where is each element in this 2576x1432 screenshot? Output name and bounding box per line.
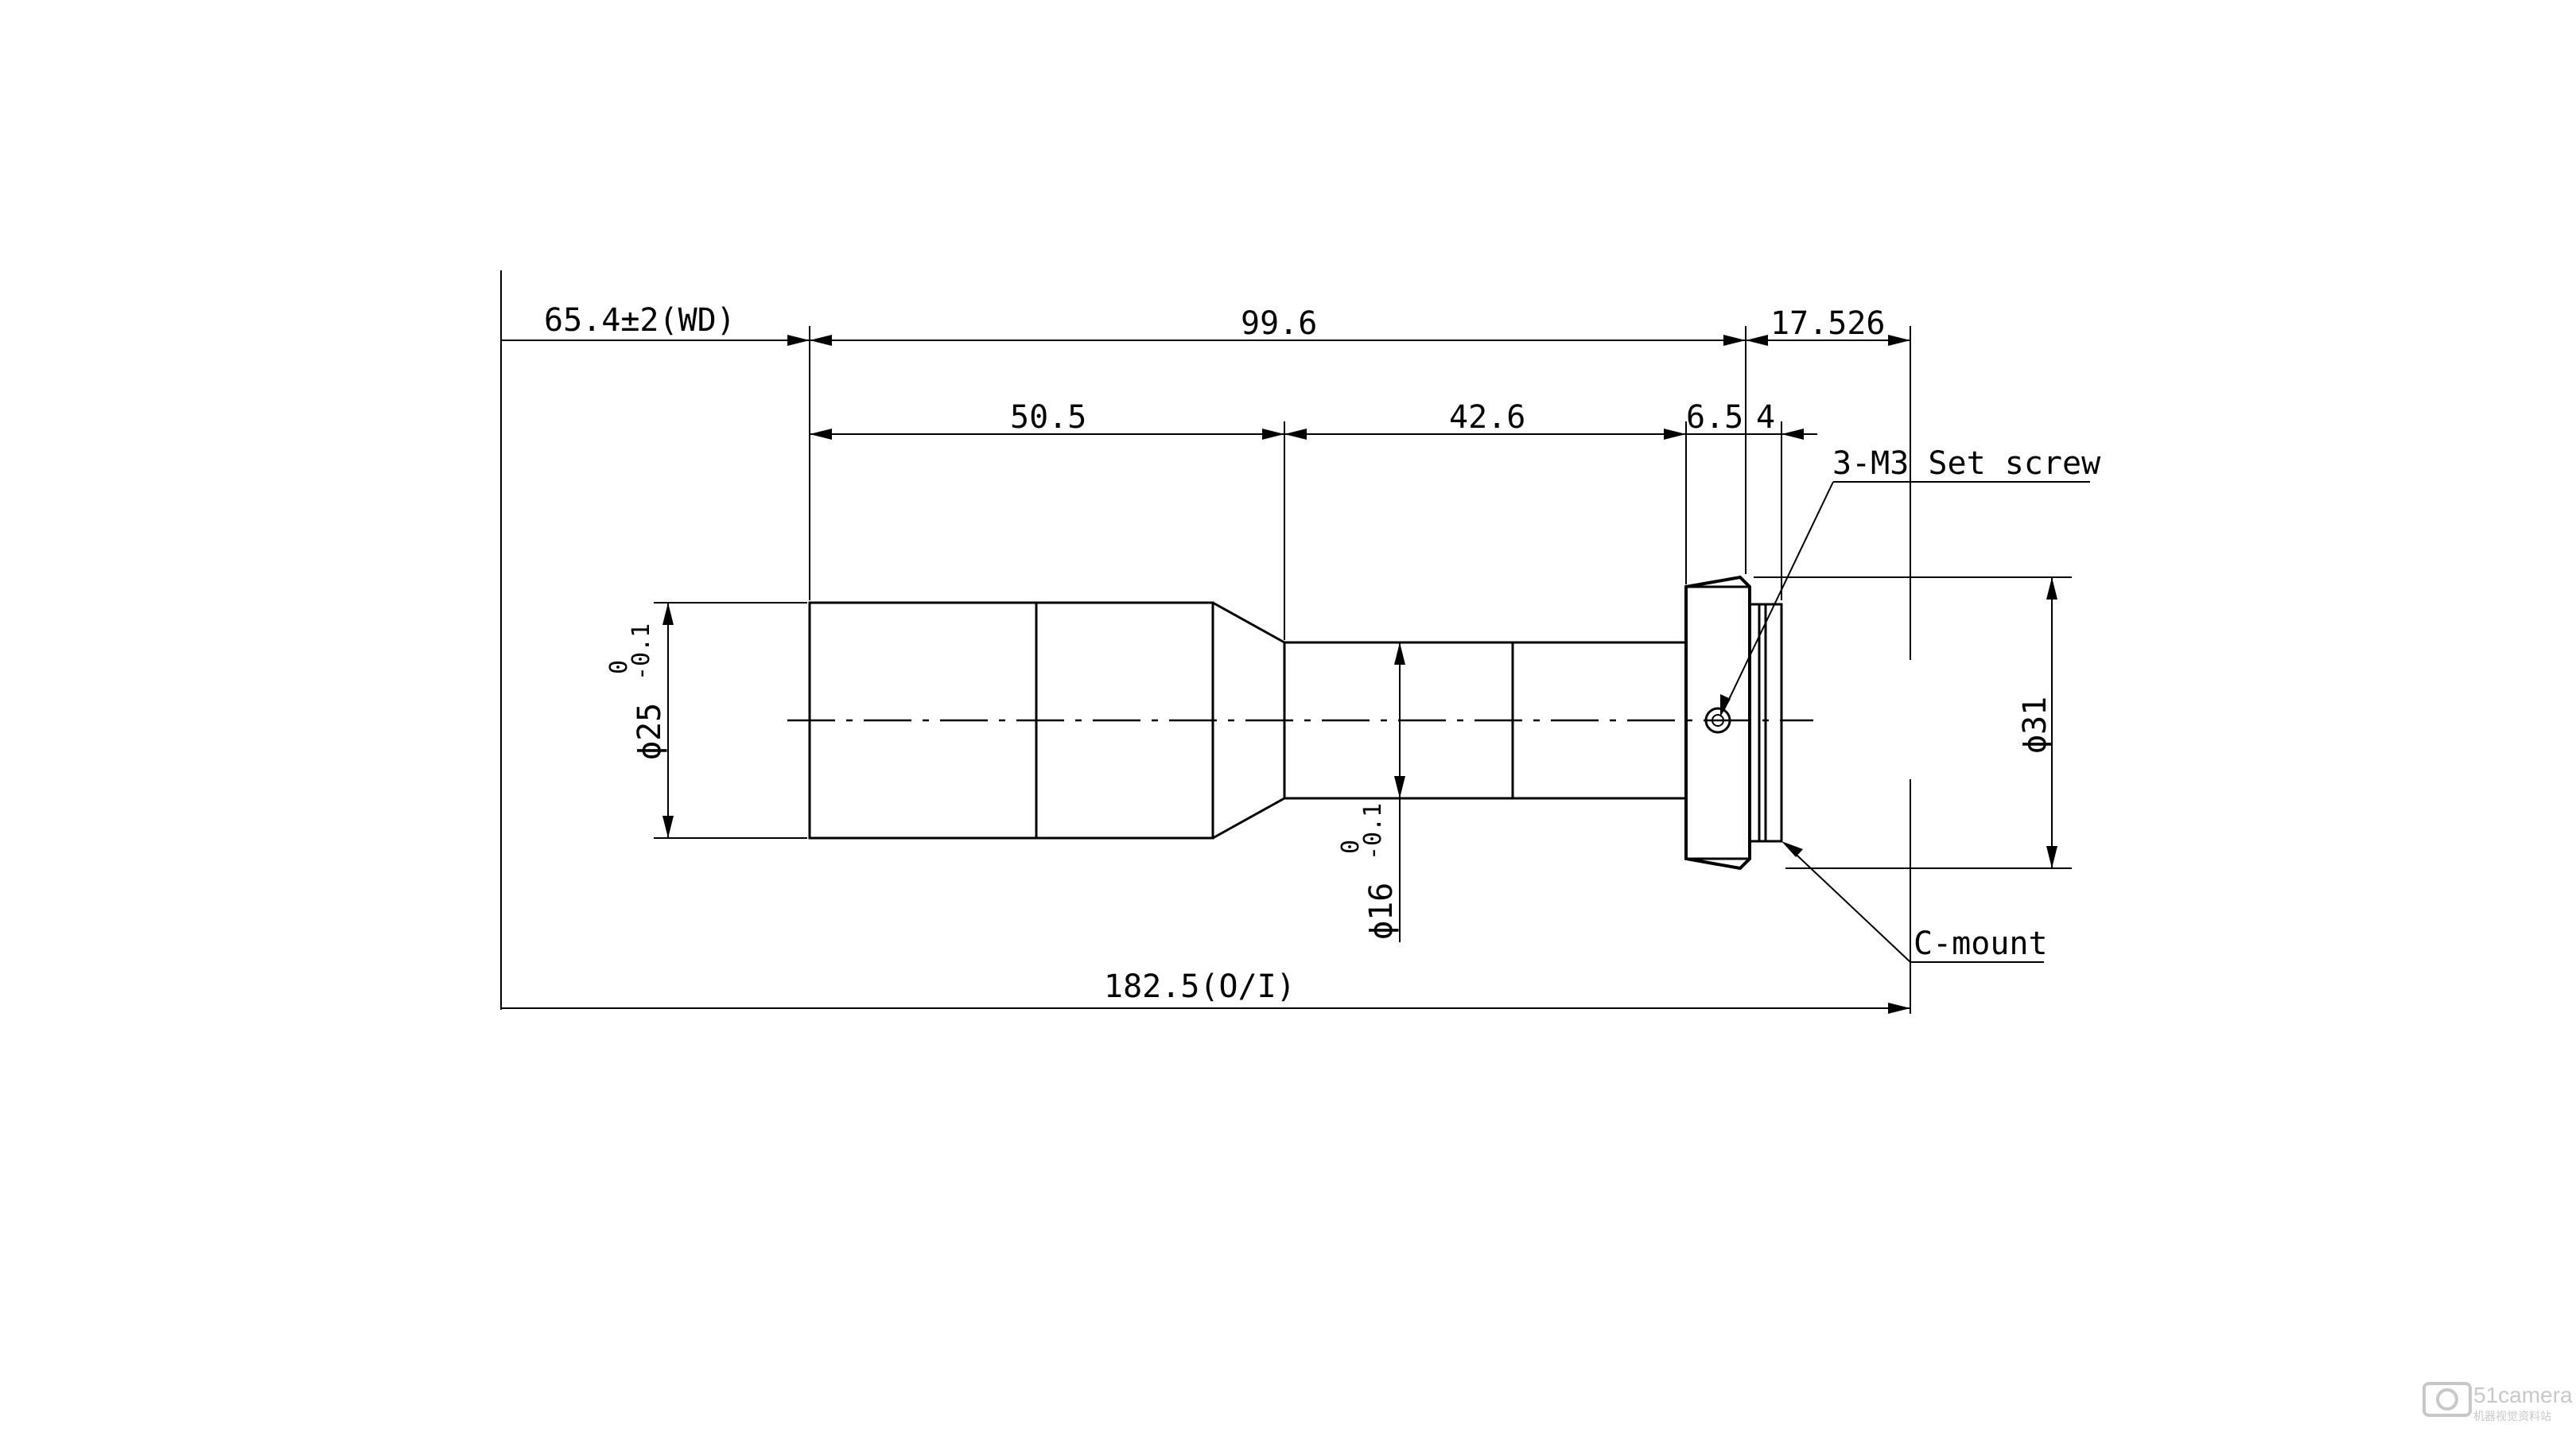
arrow-set-screw [1720,694,1731,717]
phi16-lower-tol: -0.1 [1359,803,1387,860]
arrow-4-left [1781,429,1804,440]
extension-lines [500,270,2072,1014]
label-4: 4 [1756,399,1775,436]
arrow-phi25-top [662,603,674,625]
arrow-total-right [1888,1003,1910,1014]
leader-lines [1720,481,2090,963]
camera-logo-icon [2423,1382,2472,1417]
label-c-mount: C-mount [1914,926,2048,962]
arrow-42-6-right [1664,429,1686,440]
label-42-6: 42.6 [1449,399,1525,436]
leader-set-screw [1723,481,1834,710]
label-50-5: 50.5 [1010,399,1086,436]
arrow-phi31-top [2046,577,2057,600]
arrow-phi25-bottom [662,816,674,838]
arrow-99-6-right [1723,335,1746,346]
phi16-main: ϕ16 [1363,883,1400,940]
label-phi16: ϕ16 0 -0.1 [1337,803,1400,940]
arrow-50-5-left [810,429,832,440]
arrow-phi16-top [1394,642,1405,665]
phi16-upper-tol: 0 [1337,840,1365,854]
mount-ring [1684,575,1751,871]
phi31-main: ϕ31 [2017,697,2053,754]
arrow-42-6-left [1284,429,1307,440]
label-set-screw: 3-M3 Set screw [1832,445,2101,482]
label-phi31: ϕ31 [2017,697,2053,754]
arrow-phi31-bottom [2046,846,2057,868]
phi25-main: ϕ25 [631,703,668,760]
watermark-sub: 机器视觉资料站 [2473,1410,2551,1422]
label-99-6: 99.6 [1241,305,1317,342]
arrow-c-mount [1781,841,1803,857]
leader-c-mount [1785,844,1911,963]
phi25-lower-tol: -0.1 [627,623,655,681]
label-17-526: 17.526 [1770,305,1886,342]
arrow-17-526-right [1888,335,1910,346]
label-wd: 65.4±2(WD) [544,302,736,339]
label-6-5: 6.5 [1686,399,1743,436]
arrow-wd [787,335,810,346]
dimension-texts: 65.4±2(WD) 99.6 17.526 50.5 42.6 6.5 4 1… [544,302,2101,1005]
lens-body [787,575,1813,871]
arrow-17-526-left [1746,335,1768,346]
arrow-phi16-bottom [1394,776,1405,798]
watermark-brand: 51camera [2473,1383,2573,1407]
label-phi25: ϕ25 0 -0.1 [605,623,668,760]
arrow-50-5-right [1262,429,1284,440]
watermark: 51camera 机器视觉资料站 [2423,1382,2573,1422]
dimension-lines [501,335,2057,1014]
arrow-99-6-left [810,335,832,346]
label-total: 182.5(O/I) [1104,968,1296,1005]
phi25-upper-tol: 0 [605,660,633,674]
